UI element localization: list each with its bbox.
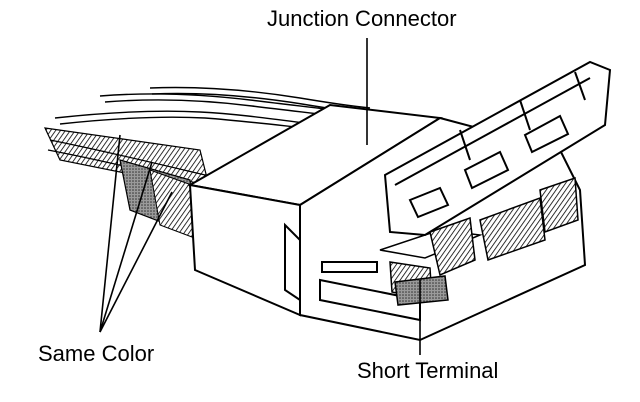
short-terminal-label: Short Terminal [357, 358, 499, 383]
terminal-cavities [379, 176, 579, 306]
wire-bundle-upper [54, 86, 373, 131]
wire-bundle-lower [43, 127, 211, 241]
leader-lines [99, 38, 421, 355]
junction-connector-label: Junction Connector [267, 6, 457, 31]
same-color-label: Same Color [38, 341, 155, 366]
hinged-cover [383, 60, 612, 237]
